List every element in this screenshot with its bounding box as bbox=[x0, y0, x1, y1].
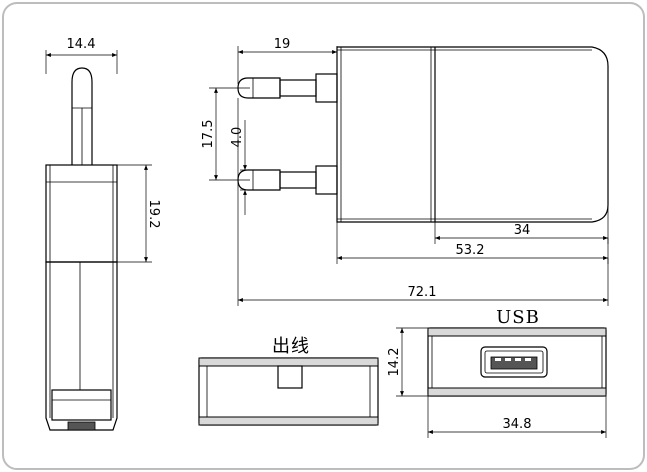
side-lower-body bbox=[45, 261, 118, 431]
side-pin bbox=[71, 67, 93, 165]
outlet-view: 出线 bbox=[198, 336, 379, 426]
dim-usb-height: 14.2 bbox=[387, 348, 402, 377]
usb-view: USB 14.2 34.8 bbox=[387, 307, 607, 438]
usb-port bbox=[480, 346, 548, 378]
dim-body-total: 53.2 bbox=[456, 243, 485, 258]
side-view: 14.4 19.2 bbox=[45, 37, 161, 431]
dim-pin-length: 19 bbox=[274, 37, 291, 52]
dim-overall-length: 72.1 bbox=[408, 285, 437, 300]
dim-pin-diameter: 4.0 bbox=[230, 127, 245, 148]
front-view: 19 17.5 4.0 34 53.2 72.1 bbox=[201, 37, 609, 306]
dim-pin-spacing: 17.5 bbox=[201, 120, 216, 149]
dim-side-width: 14.4 bbox=[67, 37, 96, 52]
cable-outlet-slot bbox=[277, 365, 303, 389]
dim-side-body: 19.2 bbox=[146, 200, 161, 229]
front-body bbox=[336, 46, 609, 223]
dim-usb-width: 34.8 bbox=[503, 417, 532, 432]
dim-body-depth: 34 bbox=[514, 223, 531, 238]
label-cable-outlet: 出线 bbox=[272, 336, 310, 357]
side-upper-body bbox=[45, 164, 118, 263]
label-usb: USB bbox=[496, 307, 540, 328]
